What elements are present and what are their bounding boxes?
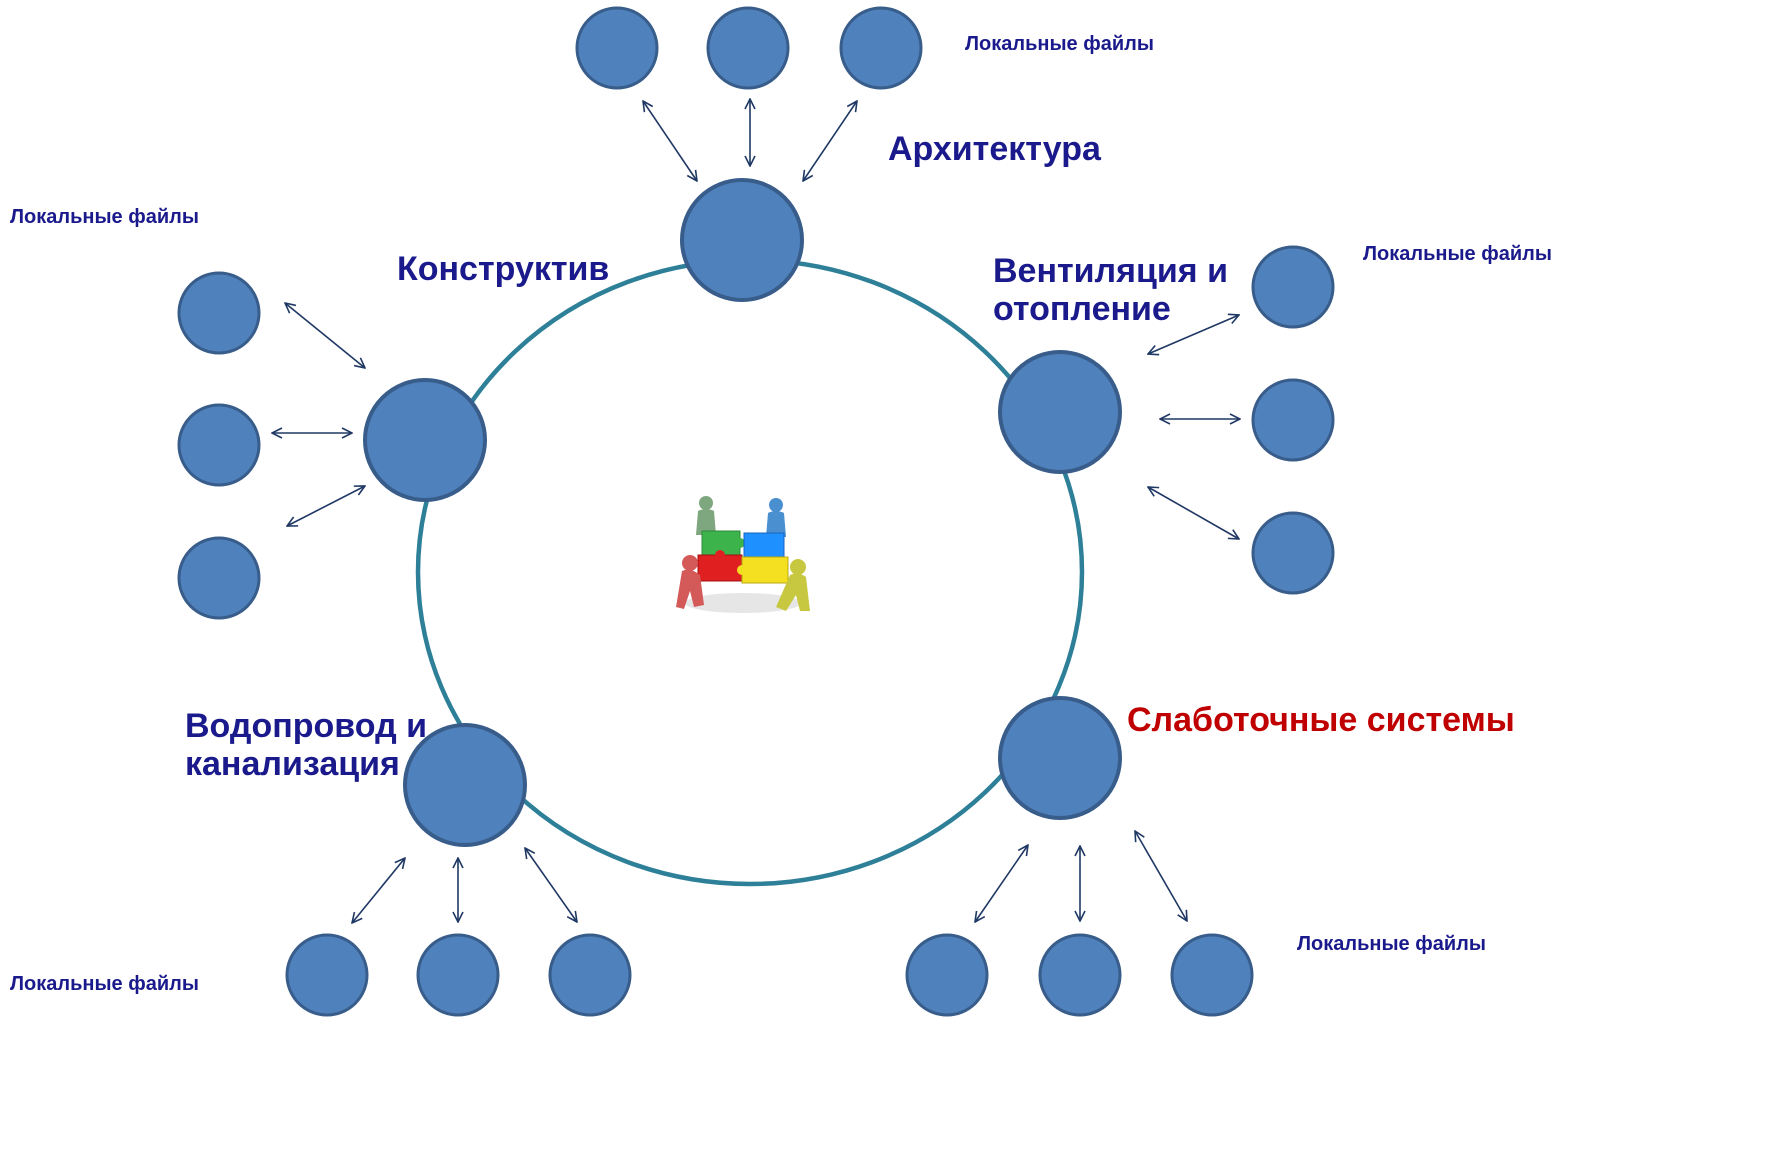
local-node-architecture-2[interactable]: [706, 6, 790, 90]
label-structural: Конструктив: [397, 250, 610, 288]
arrow-structural-3: [287, 486, 365, 526]
hub-architecture[interactable]: [680, 178, 804, 302]
local-node-plumbing-3[interactable]: [548, 933, 632, 1017]
local-node-structural-2[interactable]: [177, 403, 261, 487]
arrow-low-current-1: [975, 845, 1028, 922]
arrow-architecture-3: [803, 101, 857, 181]
local-files-label-left: Локальные файлы: [10, 206, 199, 228]
local-node-ventilation-2[interactable]: [1251, 378, 1335, 462]
label-low-current: Слаботочные системы: [1127, 701, 1515, 739]
local-node-low-current-1[interactable]: [905, 933, 989, 1017]
arrow-structural-1: [285, 303, 365, 368]
local-node-low-current-3[interactable]: [1170, 933, 1254, 1017]
local-node-plumbing-1[interactable]: [285, 933, 369, 1017]
arrows-group: [272, 99, 1240, 923]
arrow-plumbing-1: [352, 858, 405, 923]
local-nodes-group: [177, 6, 1335, 1017]
local-node-ventilation-1[interactable]: [1251, 245, 1335, 329]
label-ventilation-line2: отопление: [993, 290, 1171, 328]
local-node-low-current-2[interactable]: [1038, 933, 1122, 1017]
team-puzzle-icon: [676, 496, 810, 613]
label-plumbing-line2: канализация: [185, 745, 400, 783]
local-node-architecture-3[interactable]: [839, 6, 923, 90]
arrow-architecture-1: [643, 101, 697, 181]
label-plumbing-line1: Водопровод и: [185, 707, 428, 745]
label-architecture: Архитектура: [888, 130, 1101, 168]
local-node-structural-1[interactable]: [177, 271, 261, 355]
arrow-plumbing-3: [525, 848, 577, 922]
arrow-low-current-3: [1135, 831, 1187, 921]
local-node-structural-3[interactable]: [177, 536, 261, 620]
local-files-label-right: Локальные файлы: [1363, 243, 1552, 265]
local-files-label-top: Локальные файлы: [965, 33, 1154, 55]
arrow-ventilation-1: [1148, 315, 1239, 354]
local-files-label-bottom-right: Локальные файлы: [1297, 933, 1486, 955]
hub-ventilation[interactable]: [998, 350, 1122, 474]
hub-structural[interactable]: [363, 378, 487, 502]
label-ventilation-line1: Вентиляция и: [993, 252, 1228, 290]
hub-plumbing[interactable]: [403, 723, 527, 847]
hubs-group: [363, 178, 1122, 847]
local-node-plumbing-2[interactable]: [416, 933, 500, 1017]
local-node-ventilation-3[interactable]: [1251, 511, 1335, 595]
arrow-ventilation-3: [1148, 487, 1239, 539]
local-node-architecture-1[interactable]: [575, 6, 659, 90]
hub-low-current[interactable]: [998, 696, 1122, 820]
local-files-label-bottom-left: Локальные файлы: [10, 973, 199, 995]
